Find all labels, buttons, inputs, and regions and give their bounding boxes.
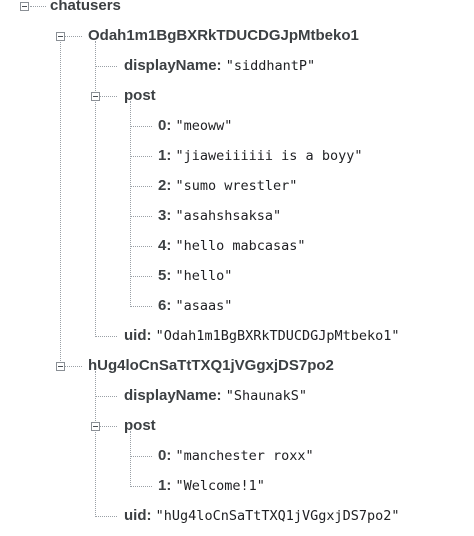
minus-box-icon[interactable] (20, 2, 29, 11)
tree-line (95, 371, 96, 517)
field-key: 2 (158, 177, 167, 194)
tree-leaf-post-item[interactable]: 2: "sumo wrestler" (158, 174, 297, 198)
tree-line (130, 431, 131, 487)
field-separator: : (166, 447, 172, 464)
field-key: uid (124, 327, 147, 344)
tree-line (95, 41, 96, 337)
field-separator: : (166, 147, 172, 164)
tree-node-user[interactable]: Odah1m1BgBXRkTDUCDGJpMtbeko1 (88, 24, 359, 48)
field-value: "asahshsaksa" (175, 208, 282, 224)
tree-leaf-post-item[interactable]: 1: "jiaweiiiiii is a boyy" (158, 144, 362, 168)
tree-line (130, 101, 131, 307)
tree-line (95, 516, 117, 517)
field-value: "asaas" (175, 298, 233, 314)
node-key: hUg4loCnSaTtTXQ1jVGgxjDS7po2 (88, 357, 334, 374)
field-key: displayName (124, 387, 217, 404)
field-separator: : (166, 117, 172, 134)
tree-leaf-post-item[interactable]: 3: "asahshsaksa" (158, 204, 281, 228)
tree-leaf-uid[interactable]: uid: "Odah1m1BgBXRkTDUCDGJpMtbeko1" (124, 324, 400, 348)
tree-leaf-post-item[interactable]: 5: "hello" (158, 264, 232, 288)
field-value: "siddhantP" (225, 58, 316, 74)
tree-node-root[interactable]: chatusers (50, 0, 121, 18)
tree-line (130, 486, 152, 487)
field-key: 4 (158, 237, 167, 254)
tree-leaf-post-item[interactable]: 0: "manchester roxx" (158, 444, 314, 468)
field-separator: : (216, 57, 222, 74)
minus-box-icon[interactable] (91, 422, 100, 431)
field-separator: : (146, 507, 152, 524)
tree-line (30, 6, 46, 7)
field-key: 1 (158, 477, 167, 494)
field-key: 3 (158, 207, 167, 224)
tree-line (99, 96, 117, 97)
tree-line (95, 66, 117, 67)
tree-leaf-displayname[interactable]: displayName: "ShaunakS" (124, 384, 307, 408)
tree-line (130, 126, 152, 127)
field-key: 1 (158, 147, 167, 164)
field-value: "hUg4loCnSaTtTXQ1jVGgxjDS7po2" (155, 508, 400, 524)
minus-box-icon[interactable] (91, 92, 100, 101)
tree-line (130, 246, 152, 247)
tree-node-post[interactable]: post (124, 84, 156, 108)
tree-node-user[interactable]: hUg4loCnSaTtTXQ1jVGgxjDS7po2 (88, 354, 334, 378)
field-value: "meoww" (175, 118, 233, 134)
tree-line (64, 36, 82, 37)
field-key: 5 (158, 267, 167, 284)
field-value: "Odah1m1BgBXRkTDUCDGJpMtbeko1" (155, 328, 400, 344)
field-key: displayName (124, 57, 217, 74)
tree-line (130, 276, 152, 277)
field-value: "manchester roxx" (175, 448, 314, 464)
tree-leaf-post-item[interactable]: 6: "asaas" (158, 294, 232, 318)
tree-line (95, 396, 117, 397)
tree-node-post[interactable]: post (124, 414, 156, 438)
field-separator: : (166, 237, 172, 254)
tree-leaf-post-item[interactable]: 1: "Welcome!1" (158, 474, 265, 498)
tree-line (130, 306, 152, 307)
node-key: chatusers (50, 0, 121, 14)
field-key: 6 (158, 297, 167, 314)
minus-box-icon[interactable] (56, 362, 65, 371)
field-separator: : (166, 177, 172, 194)
tree-leaf-displayname[interactable]: displayName: "siddhantP" (124, 54, 315, 78)
minus-box-icon[interactable] (56, 32, 65, 41)
field-separator: : (216, 387, 222, 404)
tree-line (60, 40, 61, 367)
node-key: post (124, 417, 156, 434)
field-key: uid (124, 507, 147, 524)
field-value: "jiaweiiiiii is a boyy" (175, 148, 363, 164)
field-value: "Welcome!1" (175, 478, 265, 494)
field-separator: : (166, 267, 172, 284)
tree-line (130, 186, 152, 187)
tree-leaf-uid[interactable]: uid: "hUg4loCnSaTtTXQ1jVGgxjDS7po2" (124, 504, 400, 528)
field-key: 0 (158, 117, 167, 134)
tree-leaf-post-item[interactable]: 4: "hello mabcasas" (158, 234, 306, 258)
field-separator: : (146, 327, 152, 344)
field-value: "sumo wrestler" (175, 178, 298, 194)
tree-line (99, 426, 117, 427)
node-key: Odah1m1BgBXRkTDUCDGJpMtbeko1 (88, 27, 359, 44)
field-value: "ShaunakS" (225, 388, 307, 404)
tree-line (130, 216, 152, 217)
field-key: 0 (158, 447, 167, 464)
tree-leaf-post-item[interactable]: 0: "meoww" (158, 114, 232, 138)
field-separator: : (166, 207, 172, 224)
tree-line (130, 156, 152, 157)
node-key: post (124, 87, 156, 104)
field-value: "hello mabcasas" (175, 238, 306, 254)
tree-line (130, 456, 152, 457)
field-value: "hello" (175, 268, 233, 284)
field-separator: : (166, 477, 172, 494)
field-separator: : (166, 297, 172, 314)
tree-line (95, 336, 117, 337)
tree-line (64, 366, 82, 367)
